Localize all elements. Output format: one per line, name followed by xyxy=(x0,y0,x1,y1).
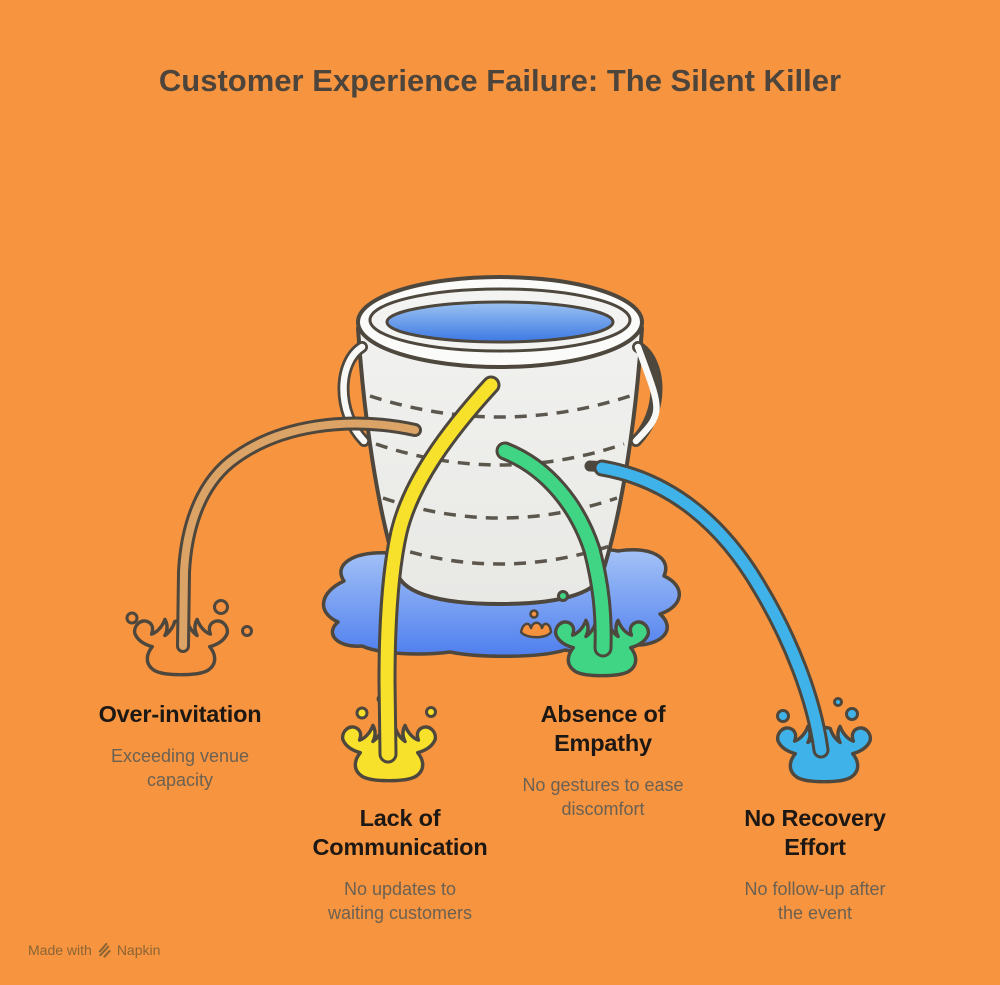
bucket xyxy=(337,275,663,606)
page-title: Customer Experience Failure: The Silent … xyxy=(158,63,842,98)
droplet xyxy=(845,707,859,721)
leak-title: Over-invitation xyxy=(98,701,262,727)
leak-title: Lack of Communication xyxy=(312,805,488,860)
droplet xyxy=(557,590,569,602)
droplet xyxy=(425,706,437,718)
leak-subtitle: No gestures to ease discomfort xyxy=(522,775,684,819)
leak-subtitle: No follow-up after the event xyxy=(744,879,886,923)
bucket-handle-right xyxy=(630,341,663,447)
droplet xyxy=(125,611,139,625)
brand-text: Napkin xyxy=(116,942,161,958)
mini-splash xyxy=(519,609,553,639)
droplet xyxy=(241,625,253,637)
leak-subtitle: Exceeding venue capacity xyxy=(110,746,250,790)
droplet xyxy=(833,697,843,707)
label-over-invitation: Over-invitation Exceeding venue capacity xyxy=(58,700,302,792)
leak-subtitle: No updates to waiting customers xyxy=(327,879,473,923)
leak-title: Absence of Empathy xyxy=(540,701,666,756)
label-lack-of-communication: Lack of Communication No updates to wait… xyxy=(278,804,522,925)
bucket-handle-left xyxy=(337,341,370,447)
droplet xyxy=(776,709,790,723)
made-with-text: Made with xyxy=(28,942,92,958)
droplet xyxy=(355,706,369,720)
napkin-logo-icon xyxy=(98,942,111,958)
leak-title: No Recovery Effort xyxy=(744,805,886,860)
attribution: Made with Napkin xyxy=(28,942,160,958)
splash-no-recovery-effort xyxy=(775,697,873,784)
splash-over-invitation xyxy=(125,599,253,677)
label-no-recovery-effort: No Recovery Effort No follow-up after th… xyxy=(693,804,937,925)
splash-absence-of-empathy xyxy=(553,590,651,678)
droplet xyxy=(213,599,229,615)
stream-no-recovery-effort xyxy=(584,466,821,750)
label-absence-of-empathy: Absence of Empathy No gestures to ease d… xyxy=(481,700,725,821)
bucket-water-surface xyxy=(385,300,615,344)
